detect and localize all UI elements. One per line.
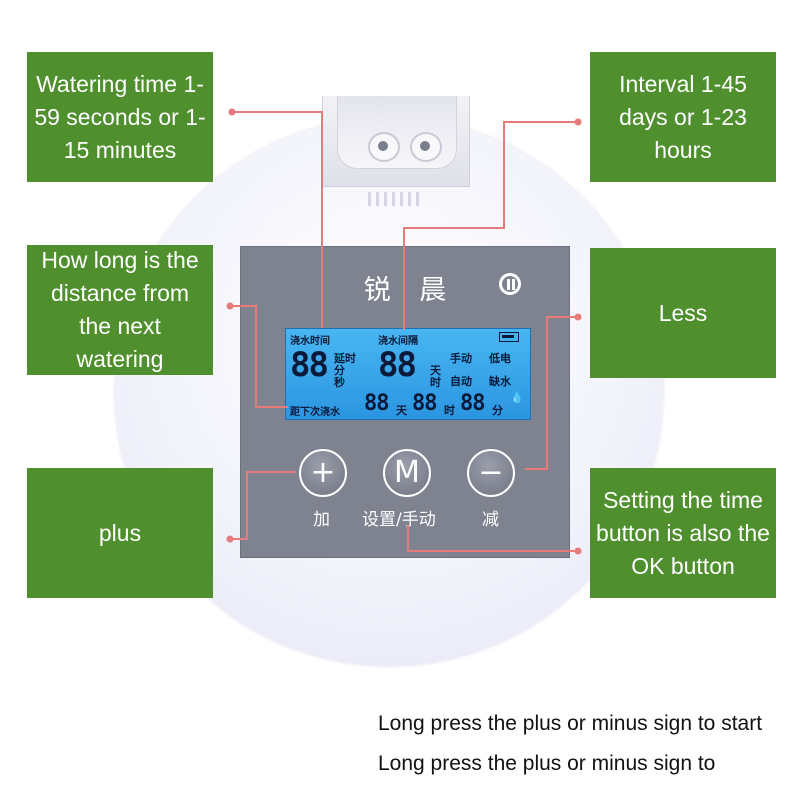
callout-next-watering: How long is the distance from the next w… (27, 245, 213, 375)
lcd-hour-label: 时 (430, 376, 441, 389)
lcd-watering-time-label: 浇水时间 (290, 336, 330, 347)
caption-line-1: Long press the plus or minus sign to sta… (378, 712, 763, 735)
plus-button-label: 加 (313, 510, 330, 530)
lcd-countdown-minutes: 88 (460, 391, 485, 416)
outlet-housing (337, 96, 457, 169)
outlet-port-left (368, 132, 400, 162)
callout-less: Less (590, 248, 776, 378)
minus-icon: − (478, 455, 504, 490)
plus-button[interactable]: + (299, 449, 347, 497)
lcd-delay-label: 延时 (334, 352, 356, 365)
lcd-countdown-days: 88 (364, 391, 389, 416)
callout-setting: Setting the time button is also the OK b… (590, 468, 776, 598)
mode-button-label: 设置/手动 (362, 510, 436, 530)
lcd-low-battery-label: 低电 (489, 352, 511, 365)
plus-icon: + (310, 455, 336, 490)
callout-plus: plus (27, 468, 213, 598)
lcd-next-watering-label: 距下次浇水 (290, 407, 340, 418)
lcd-second-label: 秒 (334, 376, 345, 389)
lcd-countdown-hour-unit: 时 (444, 404, 455, 417)
callout-watering-time: Watering time 1-59 seconds or 1-15 minut… (27, 52, 213, 182)
lcd-manual-label: 手动 (450, 352, 472, 365)
lcd-countdown-minute-unit: 分 (492, 404, 503, 417)
lcd-display: 浇水时间 浇水间隔 88 延时 分 秒 88 天 时 手动 低电 自动 缺水 距… (285, 328, 531, 420)
lcd-time-digits: 88 (290, 345, 329, 385)
minus-button[interactable]: − (467, 449, 515, 497)
lcd-minute-label: 分 (334, 364, 345, 377)
water-outlet (322, 96, 470, 187)
lcd-interval-digits: 88 (378, 345, 417, 385)
lcd-countdown-hours: 88 (412, 391, 437, 416)
vent-slots (368, 192, 424, 206)
lcd-no-water-label: 缺水 (489, 375, 511, 388)
lcd-day-label: 天 (430, 364, 441, 377)
mode-button[interactable]: M (383, 449, 431, 497)
lcd-countdown-day-unit: 天 (396, 404, 407, 417)
brand-logo: 锐 晨 (363, 275, 457, 306)
lcd-watering-interval-label: 浇水间隔 (378, 336, 418, 347)
mode-icon: M (394, 455, 420, 490)
lcd-auto-label: 自动 (450, 375, 472, 388)
outlet-port-right (410, 132, 442, 162)
callout-interval: Interval 1-45 days or 1-23 hours (590, 52, 776, 182)
power-icon (499, 273, 521, 295)
battery-icon (499, 332, 519, 342)
water-drops-icon: 💧 (510, 391, 524, 404)
caption-line-2: Long press the plus or minus sign to (378, 752, 716, 775)
minus-button-label: 减 (482, 510, 499, 530)
